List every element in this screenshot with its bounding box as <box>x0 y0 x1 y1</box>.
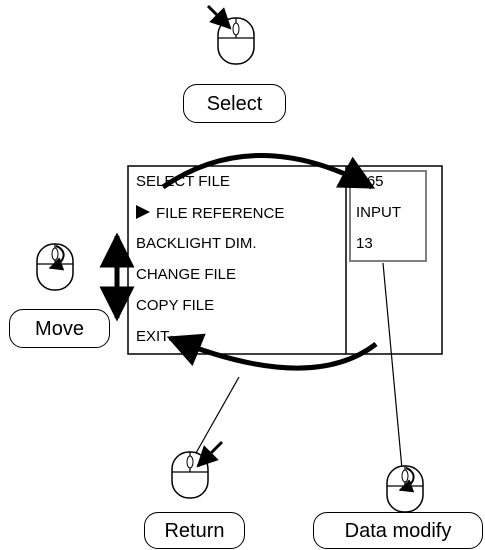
menu-item-select-file[interactable]: SELECT FILE <box>136 174 230 189</box>
menu-item-label: FILE REFERENCE <box>156 205 285 222</box>
select-arrow <box>161 153 376 190</box>
menu-item-label: BACKLIGHT DIM. <box>136 235 257 252</box>
data-modify-leader-line <box>382 262 403 470</box>
value-box <box>349 170 427 262</box>
menu-item-label: EXIT <box>136 328 170 345</box>
menu-item-exit[interactable]: EXIT <box>136 329 169 344</box>
return-leader-line <box>195 376 240 454</box>
menu-item-file-reference[interactable]: FILE REFERENCE <box>136 205 284 221</box>
select-label: Select <box>183 84 286 123</box>
return-label: Return <box>144 512 245 549</box>
menu-item-backlight-dim[interactable]: BACKLIGHT DIM. <box>136 236 257 251</box>
mouse-data-modify-icon <box>386 465 424 513</box>
move-label: Move <box>9 309 110 348</box>
mouse-move-icon <box>36 243 74 291</box>
return-arrow <box>166 333 378 371</box>
menu-item-change-file[interactable]: CHANGE FILE <box>136 267 236 282</box>
mouse-return-icon <box>171 440 224 499</box>
value-input: INPUT <box>356 204 401 221</box>
mouse-select-icon <box>206 4 255 65</box>
menu-item-label: SELECT FILE <box>136 173 230 190</box>
menu-item-label: CHANGE FILE <box>136 266 237 283</box>
value-illuminant: D65 <box>356 173 384 190</box>
menu-item-copy-file[interactable]: COPY FILE <box>136 298 214 313</box>
selection-pointer-icon <box>136 205 150 219</box>
menu-item-label: COPY FILE <box>136 297 215 314</box>
data-modify-label: Data modify <box>313 512 483 549</box>
value-number: 13 <box>356 235 373 252</box>
